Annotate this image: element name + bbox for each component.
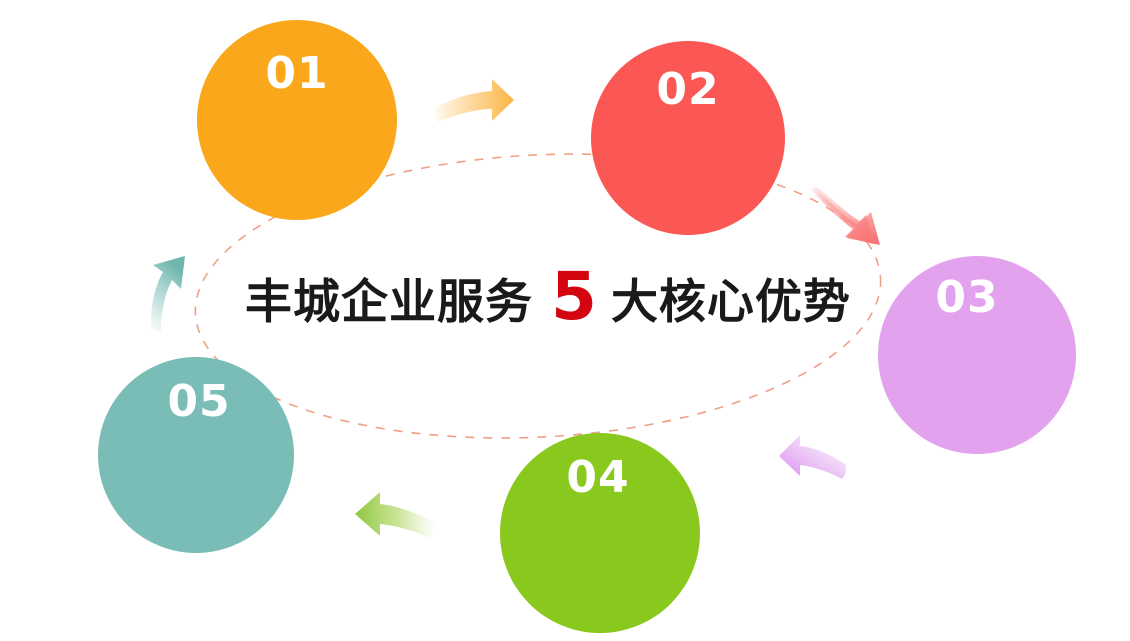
circle-03[interactable]	[878, 256, 1076, 454]
arrow-02-to-03	[811, 187, 880, 245]
arrow-04-to-05	[355, 492, 434, 538]
circle-03-label: 03	[935, 272, 999, 323]
circle-02[interactable]	[591, 41, 785, 235]
page-title: 丰城企业服务 5 大核心优势	[245, 258, 875, 338]
circle-04-label: 04	[566, 452, 630, 503]
circle-04[interactable]	[500, 433, 700, 633]
circle-05[interactable]	[98, 357, 294, 553]
arrow-03-to-04	[779, 435, 846, 479]
circle-05-label: 05	[167, 376, 231, 427]
title-text-after: 大核心优势	[610, 274, 851, 330]
circle-02-label: 02	[656, 64, 720, 115]
title-text-before: 丰城企业服务	[245, 274, 533, 330]
title-highlight-number: 5	[551, 258, 597, 335]
arrow-01-to-02	[434, 79, 514, 122]
circle-01-label: 01	[265, 48, 329, 99]
arrow-05-to-01	[150, 256, 185, 332]
circle-01[interactable]	[197, 20, 397, 220]
